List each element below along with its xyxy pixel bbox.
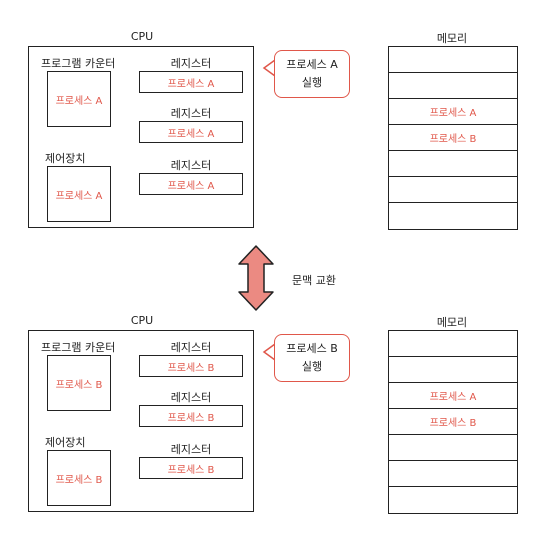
execution-bubble: 프로세스 A 실행: [274, 50, 350, 98]
memory-slot: [389, 357, 517, 383]
memory-slot: [389, 151, 517, 177]
memory-slot: [389, 461, 517, 487]
memory-slot: [389, 331, 517, 357]
bubble-process-text: 프로세스 B: [286, 342, 338, 355]
program-counter-label: 프로그램 카운터: [41, 341, 116, 354]
bubble-process-text: 프로세스 A: [286, 58, 338, 71]
register-label: 레지스터: [170, 159, 212, 172]
memory-slot: [389, 47, 517, 73]
register-box: 프로세스 A: [139, 121, 243, 143]
control-unit-label: 제어장치: [45, 436, 86, 449]
control-unit-label: 제어장치: [45, 152, 86, 165]
register-label: 레지스터: [170, 443, 212, 456]
memory-box: 프로세스 A 프로세스 B: [388, 46, 518, 230]
bubble-run-text: 실행: [301, 360, 323, 373]
program-counter-label: 프로그램 카운터: [41, 57, 116, 70]
memory-slot: [389, 73, 517, 99]
top-state-panel: CPU 프로그램 카운터 프로세스 A 제어장치 프로세스 A 레지스터 프로세…: [0, 30, 560, 260]
control-unit-box: 프로세스 A: [47, 166, 111, 222]
memory-slot: 프로세스 A: [389, 99, 517, 125]
bubble-run-text: 실행: [301, 76, 323, 89]
register-label: 레지스터: [170, 107, 212, 120]
memory-box: 프로세스 A 프로세스 B: [388, 330, 518, 514]
memory-slot: [389, 435, 517, 461]
memory-slot: [389, 203, 517, 229]
cpu-box: 프로그램 카운터 프로세스 A 제어장치 프로세스 A 레지스터 프로세스 A …: [28, 46, 254, 228]
cpu-box: 프로그램 카운터 프로세스 B 제어장치 프로세스 B 레지스터 프로세스 B …: [28, 330, 254, 512]
register-label: 레지스터: [170, 57, 212, 70]
bottom-state-panel: CPU 프로그램 카운터 프로세스 B 제어장치 프로세스 B 레지스터 프로세…: [0, 314, 560, 544]
register-box: 프로세스 B: [139, 405, 243, 427]
program-counter-box: 프로세스 A: [47, 71, 111, 127]
memory-slot: 프로세스 B: [389, 125, 517, 151]
memory-slot: [389, 487, 517, 513]
memory-slot: [389, 177, 517, 203]
register-box: 프로세스 A: [139, 71, 243, 93]
register-label: 레지스터: [170, 391, 212, 404]
memory-slot: 프로세스 A: [389, 383, 517, 409]
memory-slot: 프로세스 B: [389, 409, 517, 435]
execution-bubble: 프로세스 B 실행: [274, 334, 350, 382]
context-switch-arrow-icon: [238, 245, 274, 311]
cpu-title: CPU: [130, 30, 154, 43]
register-box: 프로세스 B: [139, 457, 243, 479]
program-counter-box: 프로세스 B: [47, 355, 111, 411]
cpu-title: CPU: [130, 314, 154, 327]
register-box: 프로세스 A: [139, 173, 243, 195]
speech-bubble-tail: [262, 59, 276, 77]
speech-bubble-tail: [262, 343, 276, 361]
register-label: 레지스터: [170, 341, 212, 354]
register-box: 프로세스 B: [139, 355, 243, 377]
context-switch-label: 문맥 교환: [292, 274, 336, 287]
memory-title: 메모리: [436, 316, 468, 329]
control-unit-box: 프로세스 B: [47, 450, 111, 506]
memory-title: 메모리: [436, 32, 468, 45]
